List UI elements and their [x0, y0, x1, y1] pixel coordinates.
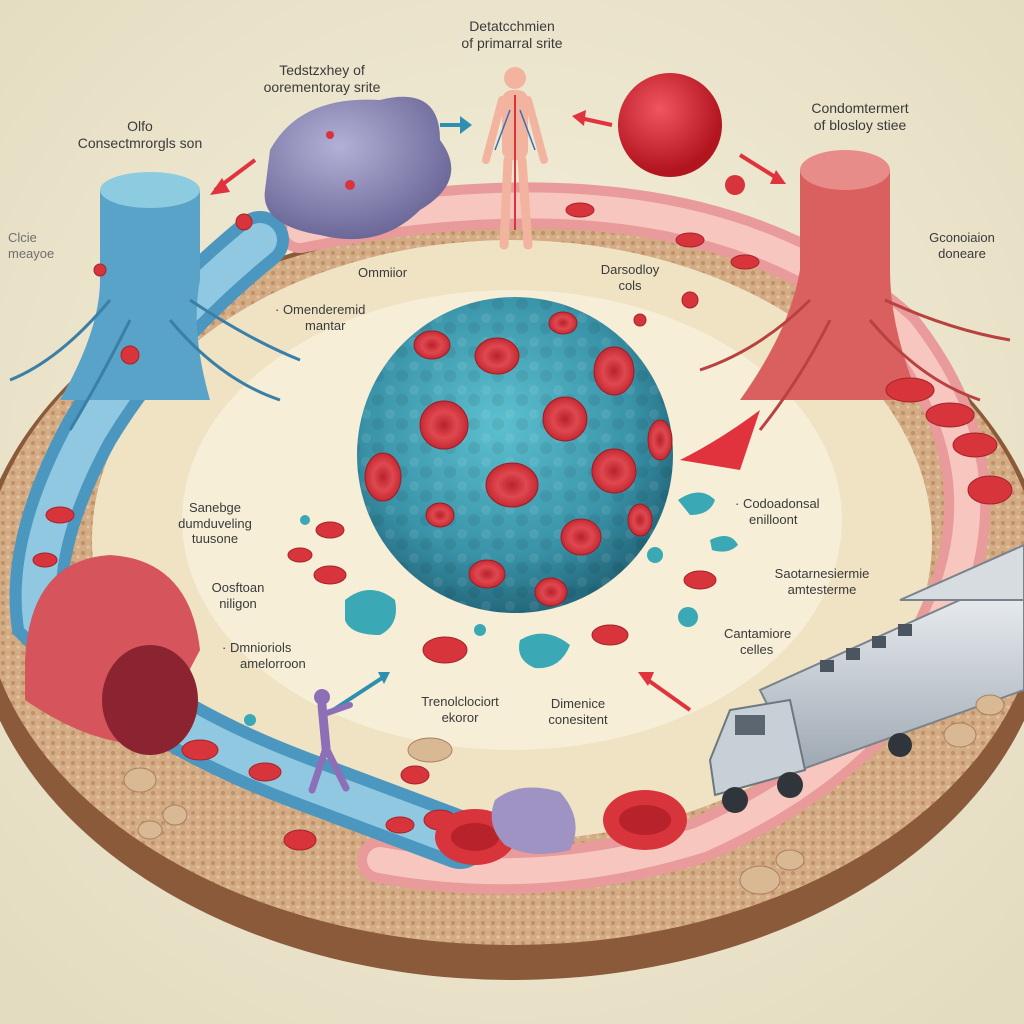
tissue-granules — [123, 694, 1005, 895]
label-top-right-site: Condomtermert of blosloy stiee — [811, 100, 908, 134]
label-line: Dimenice — [550, 696, 606, 711]
label-line: mantar — [305, 317, 346, 333]
label-line: Detatcchmien — [469, 18, 555, 34]
label-line: amelorroon — [240, 655, 306, 671]
label-line: niligon — [219, 595, 257, 611]
label-saotarnesiermie: Saotarnesiermie amtesterme — [775, 566, 870, 597]
label-line: Ommiior — [358, 265, 408, 280]
purple-cell — [491, 787, 576, 854]
label-dimenice: Dimenice conesitent — [548, 696, 607, 727]
label-far-right: Gconoiaion doneare — [929, 230, 995, 261]
label-line: Condomtermert — [811, 100, 909, 116]
label-line: · Omenderemid — [275, 302, 366, 317]
label-oosftoan: Oosftoan niligon — [212, 580, 265, 611]
label-omenderemid: · Omenderemid mantar — [275, 302, 365, 333]
red-tumor-sphere — [618, 73, 745, 195]
label-line: of primarral srite — [461, 34, 563, 51]
label-line: Trenolclociort — [421, 694, 499, 709]
label-line: · Codoadonsal — [735, 496, 820, 511]
blood-cells — [32, 202, 1013, 851]
purple-tumor-mass — [264, 96, 452, 240]
human-figure-icon — [482, 67, 548, 250]
label-line: Clcie — [8, 230, 37, 245]
label-top-left-site: Tedstzxhey of oorementoray srite — [264, 62, 381, 96]
label-line: conesitent — [548, 711, 608, 727]
truck-icon — [708, 543, 1024, 813]
label-line: Oosftoan — [211, 580, 265, 595]
label-line: celles — [740, 641, 774, 657]
label-left-title: Olfo Consectmrorgls son — [78, 118, 203, 152]
red-root-structure — [680, 150, 1011, 470]
flow-arrows — [210, 110, 786, 714]
label-line: enilloont — [749, 511, 798, 527]
label-line: amtesterme — [787, 581, 857, 597]
label-line: oorementoray srite — [263, 78, 381, 95]
label-darsodloy-cells: Darsodloy cols — [601, 262, 660, 293]
label-line: of blosloy stiee — [813, 116, 907, 133]
tumor-fragments — [244, 492, 738, 726]
central-tumor — [357, 297, 673, 613]
label-line: Consectmrorgls son — [77, 134, 203, 151]
label-cantamiore-celles: Cantamiore celles — [724, 626, 791, 657]
label-line: · Dmnioriols — [222, 640, 292, 655]
walking-figure-icon — [308, 689, 353, 794]
label-line: doneare — [938, 245, 986, 261]
label-ommior: Ommiior — [358, 265, 407, 281]
label-line: Gconoiaion — [929, 230, 995, 245]
label-line: meayoe — [8, 245, 55, 261]
label-line: tuusone — [191, 531, 239, 547]
label-far-left: Clcie meayoe — [8, 230, 54, 261]
label-trenolclociort: Trenolclociort ekoror — [421, 694, 499, 725]
label-sanebge: Sanebge dumduveling tuusone — [178, 500, 252, 547]
label-codoadonsal: · Codoadonsal enilloont — [735, 496, 820, 527]
label-line: cols — [618, 277, 642, 293]
label-line: dumduveling — [178, 515, 252, 531]
label-detachment-primary-site: Detatcchmien of primarral srite — [461, 18, 562, 52]
label-line: ekoror — [441, 709, 479, 725]
label-line: Saotarnesiermie — [774, 566, 870, 581]
label-line: Olfo — [127, 118, 153, 134]
blue-root-structure — [9, 172, 301, 431]
label-line: Cantamiore — [724, 626, 792, 641]
red-dome-tunnel — [25, 555, 200, 755]
label-line: Sanebge — [188, 500, 242, 515]
label-dimnioriols: · Dmnioriols amelorroon — [222, 640, 306, 671]
label-line: Darsodloy — [600, 262, 660, 277]
label-line: Tedstzxhey of — [279, 62, 365, 78]
